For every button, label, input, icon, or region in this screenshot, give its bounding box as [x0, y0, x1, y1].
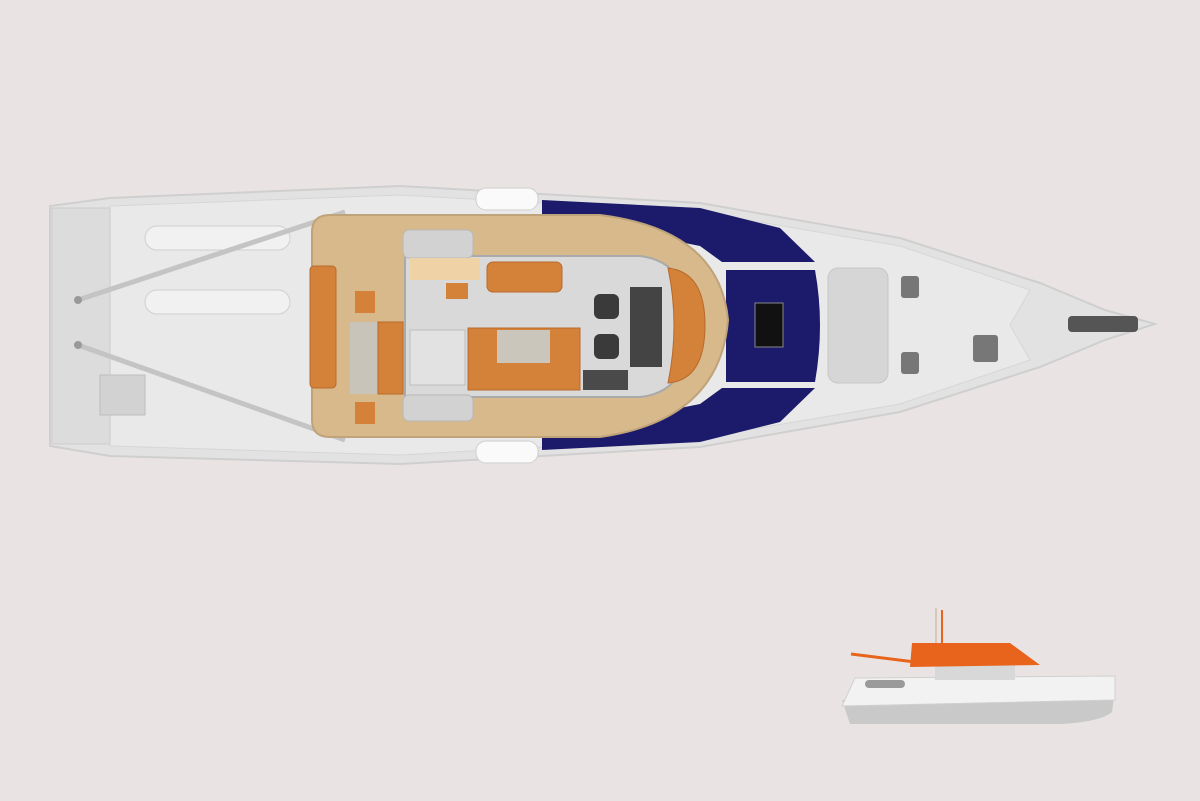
flybridge-hardtop	[910, 643, 1040, 667]
aft-lounger	[377, 321, 404, 395]
crane-boom	[850, 652, 916, 664]
ottoman	[355, 402, 375, 424]
hardtop-support-starboard	[402, 394, 474, 422]
deck-hatch	[901, 276, 919, 298]
hatch	[754, 302, 784, 348]
forward-sofa	[667, 267, 706, 384]
crane-base	[74, 296, 82, 304]
side-profile-view	[841, 608, 1116, 724]
hardtop-support-port	[402, 229, 474, 259]
aft-table	[350, 322, 377, 394]
spiral-staircase	[409, 329, 466, 386]
helm-seat	[594, 334, 619, 359]
dining-table	[497, 330, 550, 363]
sofa-port	[486, 261, 563, 293]
hull-topsides	[841, 675, 1116, 707]
anchor-windlass	[1068, 316, 1138, 332]
aft-sunpad	[309, 265, 337, 389]
side-hatch-port	[475, 187, 539, 211]
stool	[446, 283, 468, 299]
floor-mat	[583, 370, 628, 390]
ottoman	[355, 291, 375, 313]
crane-base	[74, 341, 82, 349]
deck-hatch	[973, 335, 998, 362]
galley-counter	[410, 258, 480, 280]
side-hatch-starboard	[475, 440, 539, 464]
side-tender	[865, 680, 905, 688]
foredeck-sunpad	[827, 267, 889, 384]
deck-plan-top-view	[49, 184, 1159, 466]
helm-seat	[594, 294, 619, 319]
helm-console	[630, 287, 662, 367]
crane-arm	[77, 342, 346, 443]
tender-starboard	[144, 289, 291, 315]
stern-stairs	[99, 374, 146, 416]
main-deck-cabin	[935, 665, 1015, 680]
deck-hatch	[901, 352, 919, 374]
crane-arm	[77, 209, 346, 303]
